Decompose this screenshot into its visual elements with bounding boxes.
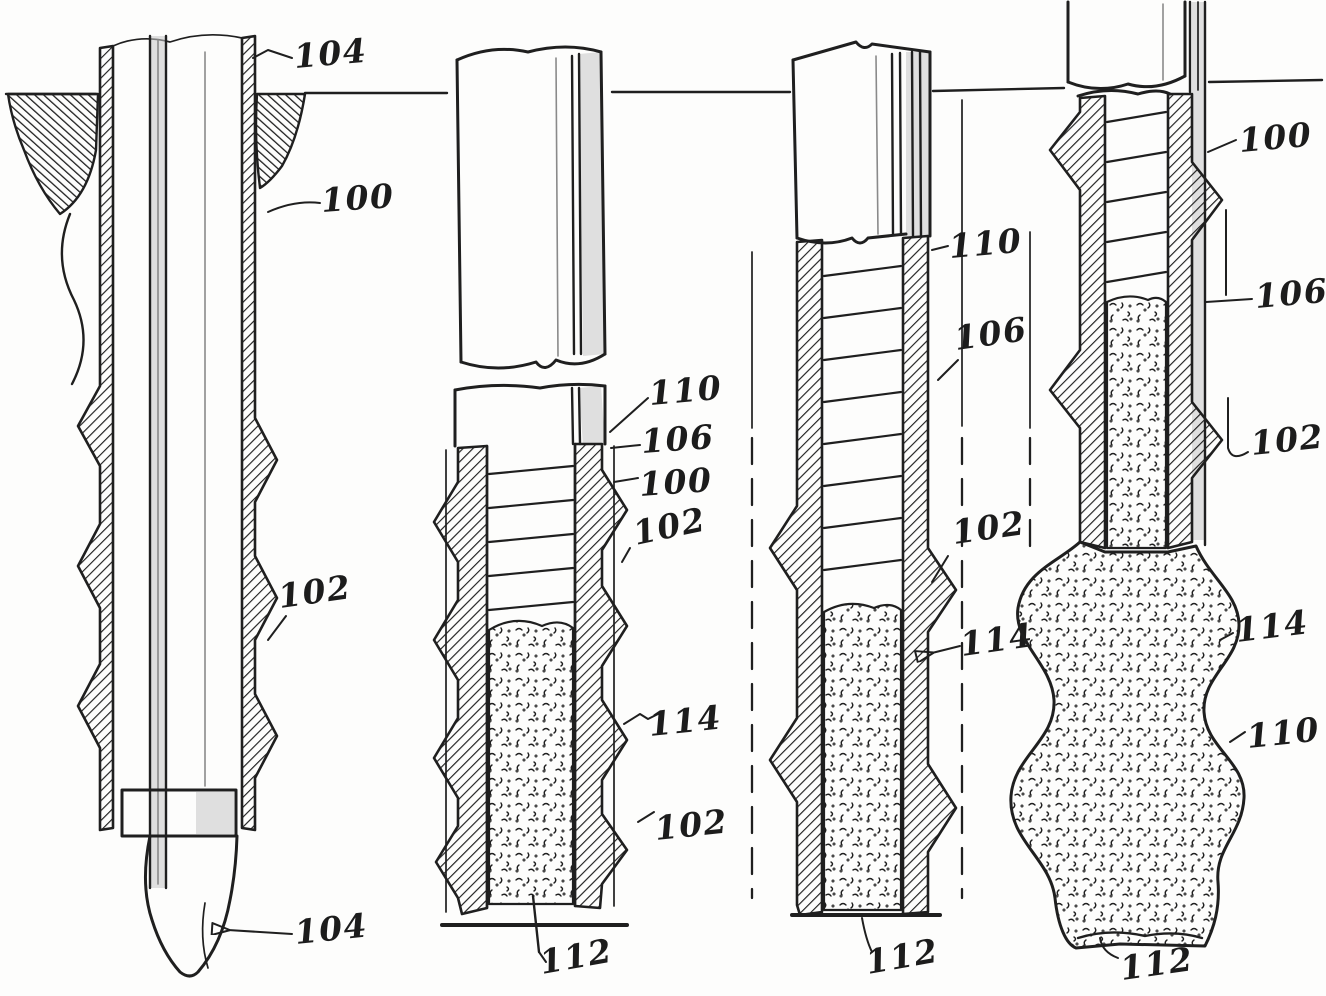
soil-hatch-left <box>6 92 100 216</box>
tube-rungs <box>1105 110 1168 284</box>
leader-lines <box>538 397 659 963</box>
ref-label-110: 110 <box>647 368 724 413</box>
ref-label-106: 106 <box>640 417 716 461</box>
inner-core-tube <box>148 34 206 890</box>
tube-rungs <box>822 264 903 572</box>
ref-label-100: 100 <box>1237 115 1314 160</box>
ref-label-104-bottom: 104 <box>293 905 370 951</box>
ref-label-112: 112 <box>537 931 616 982</box>
leader-104-bottom <box>228 930 293 934</box>
shell-wall-right <box>901 234 958 916</box>
casing-upper-tube <box>791 40 932 245</box>
leader-lines <box>861 245 961 953</box>
ref-label-112: 112 <box>1118 939 1196 988</box>
leader-102 <box>267 615 287 641</box>
ref-label-106: 106 <box>952 309 1030 358</box>
casing-wall-right <box>240 34 279 832</box>
ref-label-102: 102 <box>950 503 1028 552</box>
soil-hatch-right <box>254 92 307 190</box>
break-line <box>459 352 607 370</box>
ref-label-114: 114 <box>647 697 724 743</box>
ref-label-112: 112 <box>863 931 942 982</box>
concrete-fill <box>487 619 575 906</box>
casing-wall-left <box>76 44 115 832</box>
drive-tube-upper <box>455 45 607 370</box>
follower-collar-110 <box>453 382 607 448</box>
concrete-fill <box>822 602 903 912</box>
ref-label-100: 100 <box>320 176 396 220</box>
ref-label-102: 102 <box>1249 416 1326 462</box>
ref-label-102: 102 <box>276 567 354 616</box>
shell-wall-left <box>1048 94 1107 550</box>
break-line <box>1066 74 1187 90</box>
leader-104-top <box>252 49 293 59</box>
ref-label-100: 100 <box>638 460 714 504</box>
ref-label-106: 106 <box>1253 271 1326 316</box>
leader-100 <box>267 201 321 213</box>
bottom-plug <box>120 788 238 838</box>
shell-top-edge <box>1076 89 1172 98</box>
concrete-pedestal <box>1009 540 1246 950</box>
ref-label-102-lower: 102 <box>653 801 730 847</box>
shell-wall-left <box>432 444 489 916</box>
shell-wall-right <box>573 442 629 910</box>
casing-top-edge <box>112 33 243 47</box>
ref-label-110: 110 <box>947 221 1024 266</box>
ref-label-110: 110 <box>1245 709 1322 755</box>
soil-boundary-wavy <box>60 212 85 386</box>
shell-wall-left <box>768 238 824 917</box>
ref-label-102-upper: 102 <box>630 499 710 552</box>
ghost-casing-lines <box>750 99 964 900</box>
figure-1: 104 100 102 104 <box>6 31 396 978</box>
drive-tube-upper <box>1066 0 1187 90</box>
expelled-point-bulb <box>144 834 239 978</box>
concrete-fill-upper <box>1105 295 1168 550</box>
ref-label-114: 114 <box>1233 602 1311 650</box>
ref-label-104-top: 104 <box>292 31 369 76</box>
tube-rungs <box>487 464 575 612</box>
figure-2: 110 106 100 102 114 102 112 <box>432 45 730 982</box>
pedestal-base-wavy <box>1076 931 1204 940</box>
figure-3: 110 106 102 114 112 <box>750 40 1036 982</box>
leader-lines <box>1099 139 1253 959</box>
leader-lines <box>228 49 321 934</box>
figure-4: 100 106 102 114 110 112 <box>1009 0 1326 988</box>
shell-wall-right <box>1166 92 1224 550</box>
